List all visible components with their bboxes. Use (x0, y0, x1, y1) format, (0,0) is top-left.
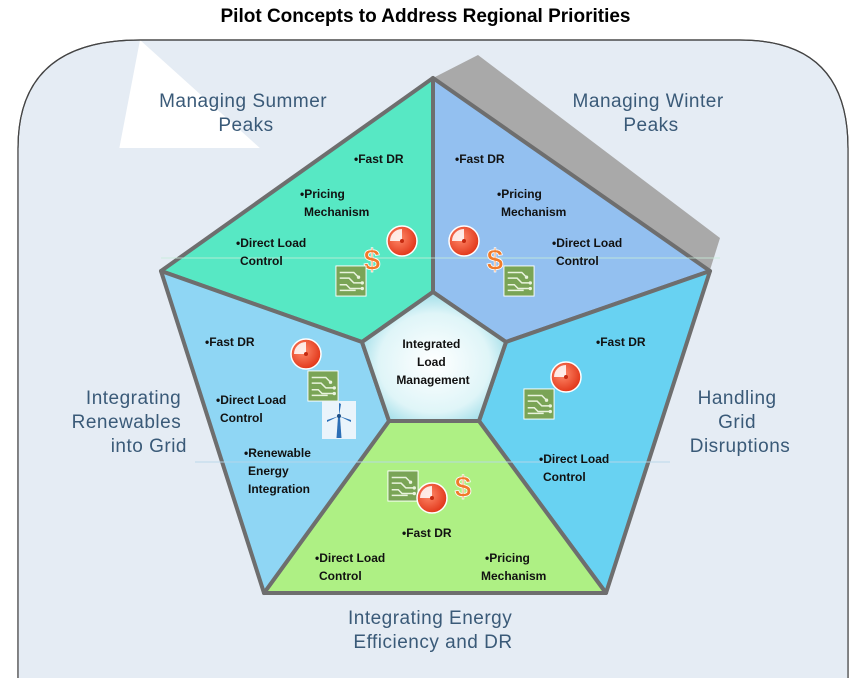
diagram-title: Pilot Concepts to Address Regional Prior… (220, 6, 631, 27)
ee-bullet-direct-load: •Direct Load Control (315, 551, 389, 583)
grid-bullet-fast-dr: •Fast DR (596, 335, 646, 349)
renew-bullet-renewable-integration: •Renewable Energy Integration (244, 446, 314, 496)
center-line-3: Management (396, 373, 469, 387)
renew-meter-icon (290, 338, 322, 370)
summer-label: Managing Summer Peaks (159, 91, 333, 136)
wind-turbine-icon (322, 401, 356, 439)
winter-dollar-icon: $ (487, 244, 504, 277)
ee-bullet-fast-dr: •Fast DR (402, 526, 452, 540)
summer-meter-icon (386, 225, 418, 257)
renew-circuit-icon (307, 370, 339, 402)
ee-dollar-icon: $ (455, 471, 472, 504)
center-line-1: Integrated (402, 337, 460, 351)
ee-meter-icon (416, 482, 448, 514)
grid-label: Handling Grid Disruptions (690, 388, 791, 457)
summer-dollar-icon: $ (364, 244, 381, 277)
renew-label: Integrating Renewables into Grid (72, 388, 187, 457)
ee-label: Integrating Energy Efficiency and DR (348, 608, 518, 653)
renew-bullet-fast-dr: •Fast DR (205, 335, 255, 349)
summer-bullet-direct-load: •Direct Load Control (236, 236, 310, 268)
renew-bullet-direct-load: •Direct Load Control (216, 393, 290, 425)
winter-bullet-fast-dr: •Fast DR (455, 152, 505, 166)
summer-bullet-fast-dr: •Fast DR (354, 152, 404, 166)
grid-circuit-icon (523, 388, 555, 420)
center-line-2: Load (417, 355, 446, 369)
winter-meter-icon (448, 225, 480, 257)
center-label: Integrated Load Management (396, 337, 469, 387)
grid-meter-icon (550, 361, 582, 393)
summer-bullet-pricing: •Pricing Mechanism (300, 187, 369, 219)
center-hub (360, 290, 508, 423)
winter-bullet-direct-load: •Direct Load Control (552, 236, 626, 268)
winter-bullet-pricing: •Pricing Mechanism (497, 187, 566, 219)
pentagon-shadow (433, 55, 720, 270)
summer-circuit-icon (335, 265, 367, 297)
winter-circuit-icon (503, 265, 535, 297)
grid-bullet-direct-load: •Direct Load Control (539, 452, 613, 484)
winter-label: Managing Winter Peaks (573, 91, 730, 136)
ee-bullet-pricing: •Pricing Mechanism (481, 551, 546, 583)
ee-circuit-icon (387, 470, 419, 502)
